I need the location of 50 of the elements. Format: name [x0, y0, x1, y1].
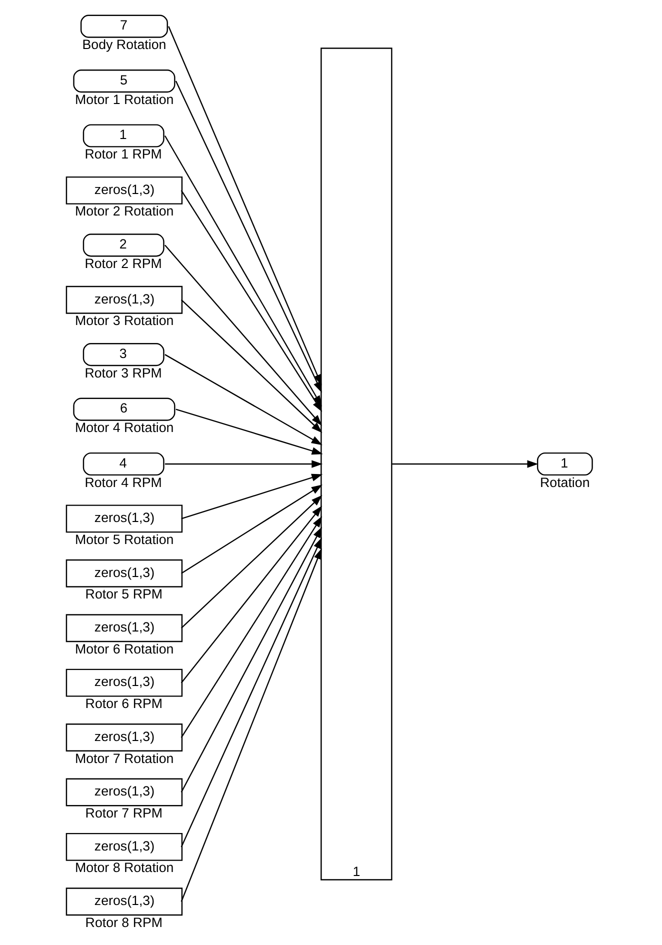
- arrow: [168, 26, 322, 386]
- node-label: Motor 8 Rotation: [74, 860, 174, 876]
- node-box: zeros(1,3): [65, 832, 182, 861]
- arrow: [164, 460, 322, 468]
- node-label: Rotor 5 RPM: [84, 586, 162, 602]
- node-box: 5: [72, 69, 175, 93]
- node-box: 3: [82, 343, 164, 366]
- node-box: 1: [82, 124, 164, 148]
- node-label: Body Rotation: [82, 37, 166, 52]
- node-label: Motor 1 Rotation: [74, 92, 174, 107]
- node-label: Motor 2 Rotation: [74, 204, 174, 219]
- node-box: zeros(1,3): [65, 668, 182, 697]
- node-box: zeros(1,3): [65, 614, 182, 642]
- arrow: [180, 538, 322, 848]
- node-label: Rotor 7 RPM: [84, 806, 162, 821]
- node-label: Rotor 6 RPM: [84, 696, 162, 712]
- node-label: Rotor 3 RPM: [84, 365, 162, 380]
- node-box: 6: [72, 398, 175, 421]
- arrow: [180, 506, 322, 684]
- node-box: zeros(1,3): [65, 176, 182, 204]
- node-box: 1: [320, 48, 392, 880]
- node-label: Motor 4 Rotation: [74, 420, 174, 436]
- node-box: zeros(1,3): [65, 504, 182, 533]
- node-box: 1: [536, 452, 592, 476]
- arrow: [180, 516, 322, 738]
- node-box: zeros(1,3): [65, 888, 182, 916]
- node-box: zeros(1,3): [65, 778, 182, 806]
- node-label: Motor 6 Rotation: [74, 641, 174, 656]
- node-label: Rotor 2 RPM: [84, 256, 162, 272]
- node-label: Motor 5 Rotation: [74, 532, 174, 547]
- node-box: zeros(1,3): [65, 559, 182, 588]
- arrow: [180, 526, 322, 793]
- node-label: Rotor 4 RPM: [84, 474, 162, 490]
- arrow: [174, 80, 322, 393]
- node-label: Motor 3 Rotation: [74, 313, 174, 328]
- node-label: Rotor 8 RPM: [84, 914, 162, 930]
- arrow: [180, 474, 322, 520]
- node-box: 4: [82, 452, 164, 476]
- node-label: Rotor 1 RPM: [84, 146, 162, 162]
- arrow: [175, 408, 322, 455]
- arrow: [180, 495, 322, 629]
- node-box: 2: [82, 234, 164, 257]
- node-box: zeros(1,3): [65, 724, 182, 752]
- node-label: Rotation: [540, 474, 590, 490]
- node-box: 7: [80, 14, 168, 38]
- arrow: [180, 484, 322, 574]
- node-label: Motor 7 Rotation: [74, 750, 174, 766]
- node-box: zeros(1,3): [65, 286, 182, 314]
- arrow: [392, 460, 538, 468]
- arrow: [180, 548, 322, 902]
